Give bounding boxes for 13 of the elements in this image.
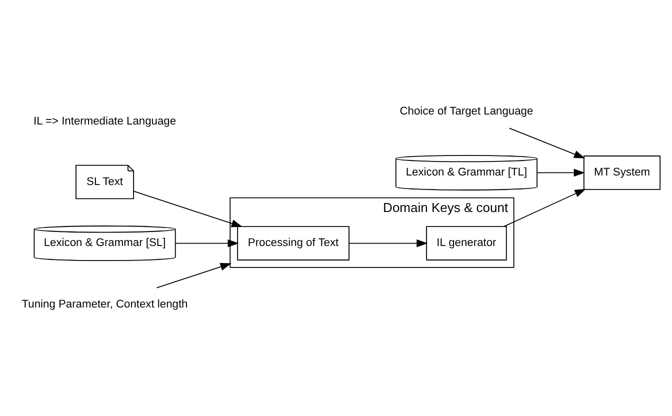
arrow: [133, 190, 243, 228]
node-text: Choice of Target Language: [400, 105, 534, 118]
node-box: IL generator: [426, 226, 507, 260]
label: IL => Intermediate Language: [34, 116, 176, 128]
node-box: Processing of Text: [237, 226, 350, 260]
arrow: [508, 128, 586, 158]
node-box: MT System: [583, 156, 661, 190]
arrow: [536, 168, 586, 177]
arrow: [503, 188, 586, 228]
arrow: [348, 239, 428, 248]
node-text: Tuning Parameter, Context length: [22, 298, 188, 310]
arrow: [156, 263, 232, 288]
arrow: [175, 239, 239, 248]
